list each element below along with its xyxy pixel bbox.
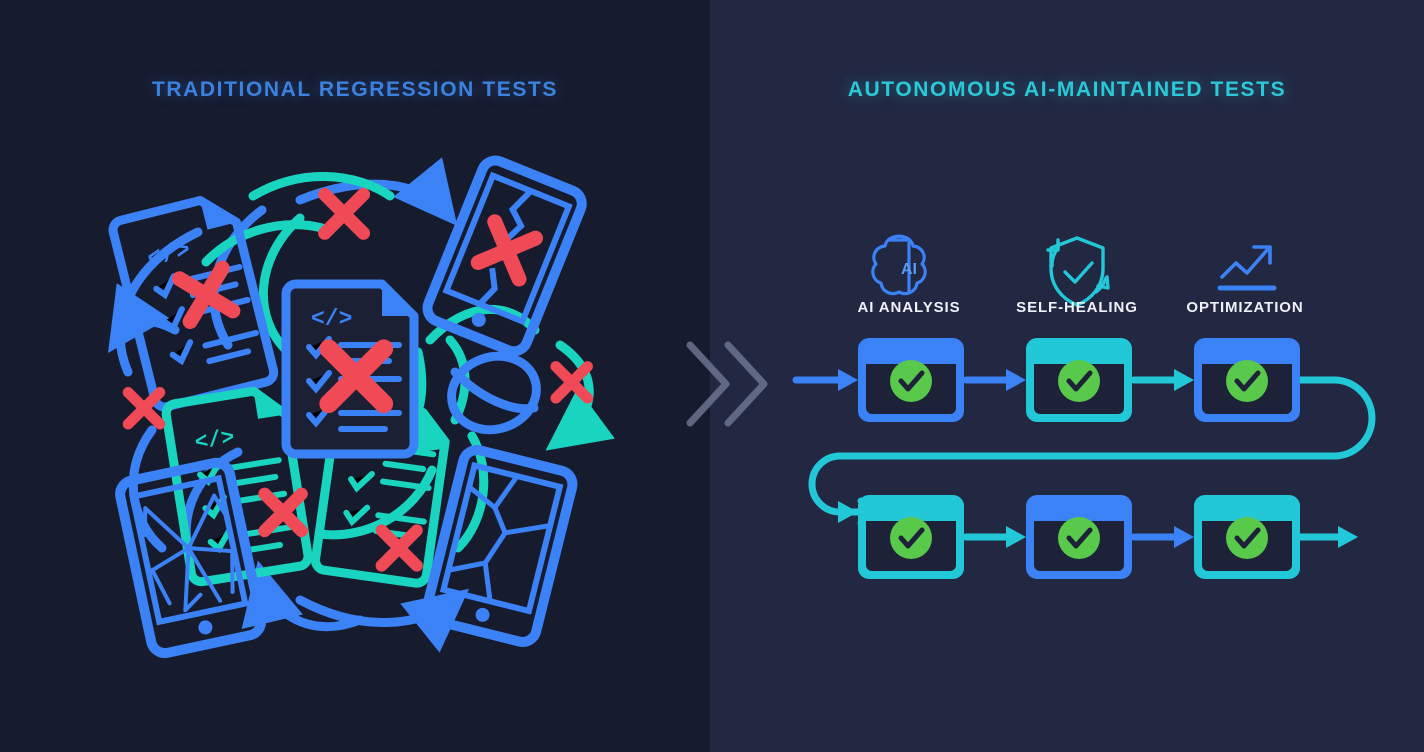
cracked-phone-bottom-right [422, 445, 578, 647]
check-circle-icon [1058, 517, 1100, 559]
stage-label-optimization: OPTIMIZATION [1186, 299, 1303, 316]
right-panel-title: AUTONOMOUS AI-MAINTAINED TESTS [847, 78, 1287, 101]
pipeline-connector-2-3 [1130, 369, 1194, 391]
check-circle-icon [890, 360, 932, 402]
cracked-phone-top-right [422, 155, 587, 357]
stage-label-ai-analysis: AI ANALYSIS [858, 299, 961, 316]
left-panel-title: TRADITIONAL REGRESSION TESTS [151, 78, 559, 101]
pipeline-entry-arrow [792, 369, 858, 391]
svg-text:</>: </> [311, 306, 352, 332]
stage-labels: AI ANALYSIS SELF-HEALING OPTIMIZATION [858, 299, 1303, 316]
pipeline-connector-1-2 [962, 369, 1026, 391]
check-circle-icon [1058, 360, 1100, 402]
pipeline-node-2[interactable] [1026, 338, 1132, 422]
svg-text:</>: </> [145, 237, 193, 274]
pipeline-node-4[interactable] [858, 495, 964, 579]
shattered-phone-bottom-left [115, 457, 267, 659]
check-circle-icon [1226, 360, 1268, 402]
pipeline-node-5[interactable] [1026, 495, 1132, 579]
loop-back-arrow-tip [838, 501, 858, 523]
code-document-top-left: </> [108, 196, 279, 412]
svg-text:AI: AI [901, 261, 917, 278]
pipeline-node-6[interactable] [1194, 495, 1300, 579]
stage-label-self-healing: SELF-HEALING [1016, 299, 1138, 316]
pipeline-node-3[interactable] [1194, 338, 1300, 422]
check-circle-icon [1226, 517, 1268, 559]
pipeline-connector-5-6 [1130, 526, 1194, 548]
shield-refresh-check-icon [1046, 236, 1110, 307]
pipeline-loop-back [808, 376, 1376, 516]
pipeline-connector-4-5 [962, 526, 1026, 548]
pipeline-exit-arrow [1296, 526, 1358, 548]
trending-up-icon [1217, 245, 1277, 291]
code-document-center: </> [281, 279, 419, 459]
pipeline-node-1[interactable] [858, 338, 964, 422]
check-circle-icon [890, 517, 932, 559]
brain-ai-icon: AI [871, 234, 927, 296]
chevron-divider [686, 341, 768, 427]
svg-text:</>: </> [193, 425, 236, 456]
